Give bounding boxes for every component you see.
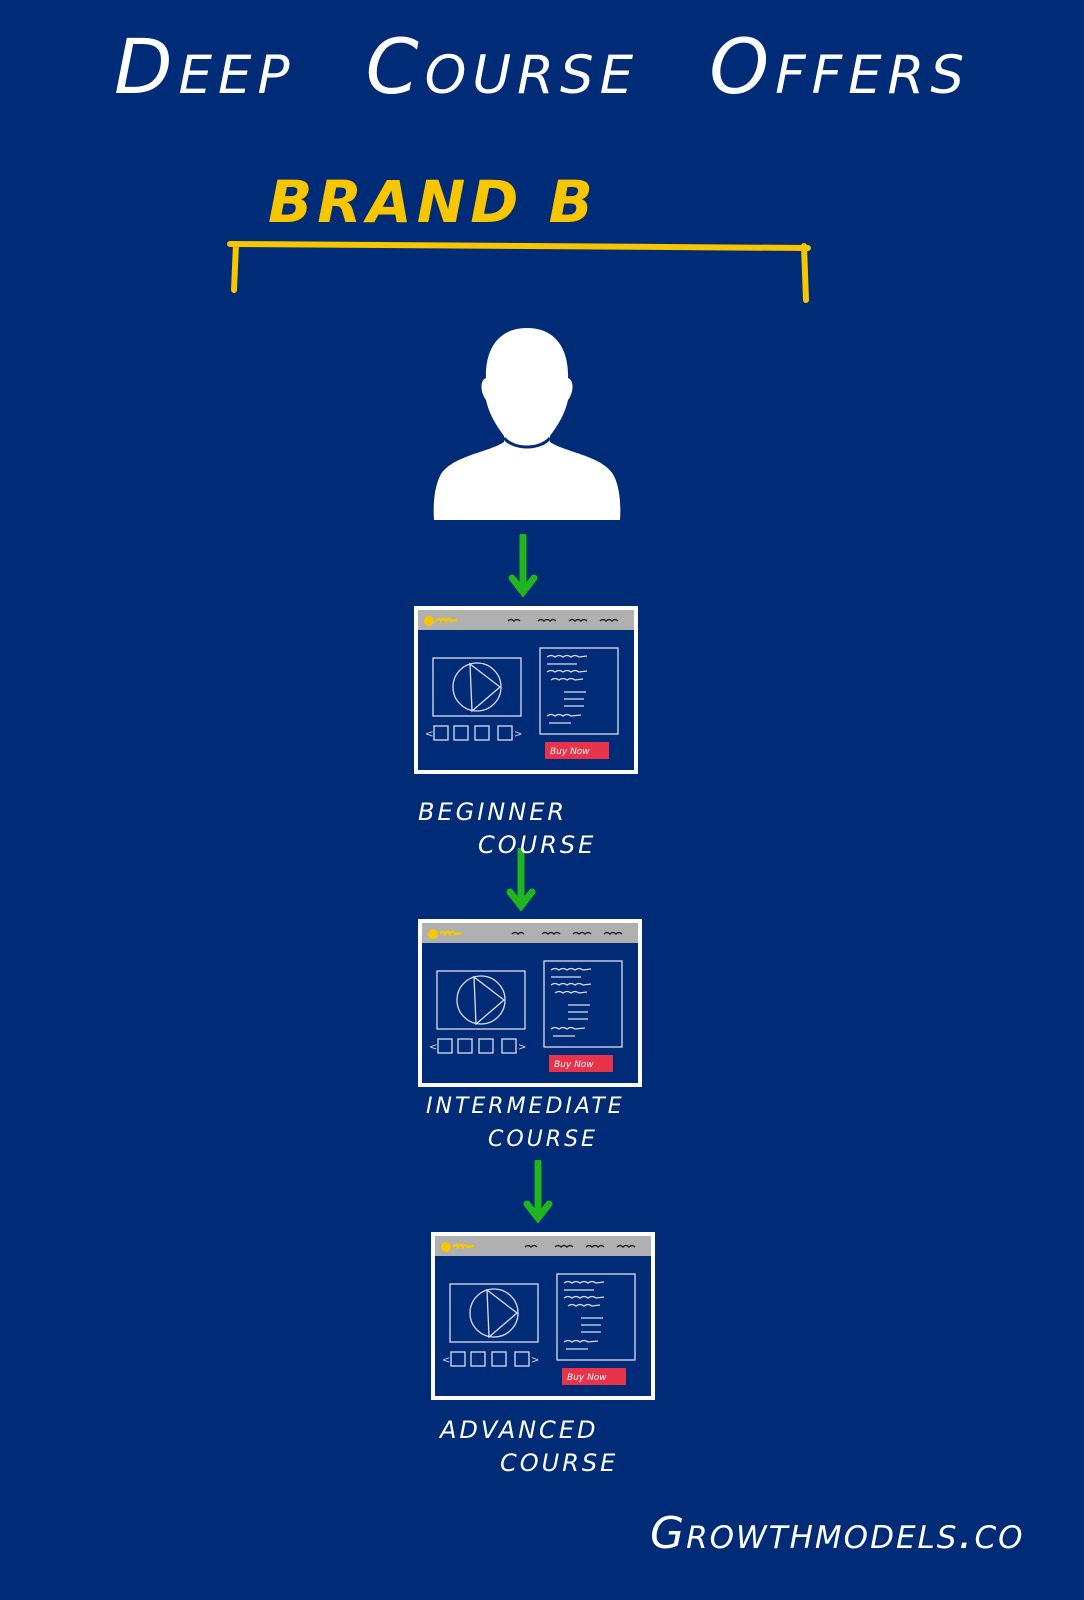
video-player [432, 657, 522, 717]
advanced-course-page-mockup: < > Buy Now [431, 1232, 655, 1400]
arrow-down-icon [506, 848, 536, 912]
next-chevron: > [518, 1042, 526, 1053]
prev-chevron: < [442, 1355, 450, 1366]
label-line2: COURSE [488, 1127, 598, 1152]
play-icon-circle [469, 1288, 519, 1338]
logo-icon [441, 1242, 451, 1252]
browser-header-bar [422, 923, 638, 943]
beginner-course-page-mockup: < > Buy Now [414, 606, 638, 774]
label-line2: COURSE [500, 1449, 619, 1477]
play-icon [473, 975, 506, 1026]
prev-chevron: < [425, 729, 433, 740]
description-panel [539, 647, 619, 735]
logo-icon [424, 616, 434, 626]
play-icon-circle [456, 975, 506, 1025]
description-panel [543, 960, 623, 1048]
logo-scribble [435, 617, 458, 624]
label-line1: ADVANCED [440, 1416, 599, 1444]
user-icon [433, 328, 621, 520]
description-text-lines [563, 1280, 605, 1350]
play-icon [469, 662, 502, 713]
nav-links [507, 618, 619, 623]
thumbnail [437, 1038, 453, 1054]
thumbnail [497, 725, 513, 741]
buy-now-button[interactable] [562, 1368, 626, 1385]
brand-bracket [227, 241, 811, 303]
video-player [436, 970, 526, 1030]
footer-credit: Growthmodels.co [650, 1508, 1025, 1559]
thumbnail [450, 1351, 466, 1367]
thumbnail [453, 725, 469, 741]
thumbnail [514, 1351, 530, 1367]
nav-links [524, 1244, 636, 1249]
thumbnail [491, 1351, 507, 1367]
browser-header-bar [435, 1236, 651, 1256]
description-panel [556, 1273, 636, 1361]
browser-header-bar [418, 610, 634, 630]
thumbnail [433, 725, 449, 741]
logo-icon [428, 929, 438, 939]
intermediate-course-page-mockup: < > Buy Now [418, 919, 642, 1087]
buy-now-button[interactable] [549, 1055, 613, 1072]
next-chevron: > [514, 729, 522, 740]
label-line1: BEGINNER [418, 798, 568, 826]
next-chevron: > [531, 1355, 539, 1366]
arrow-down-icon [523, 1160, 553, 1224]
thumbnail [478, 1038, 494, 1054]
thumbnail [457, 1038, 473, 1054]
play-icon-circle [452, 662, 502, 712]
thumbnail [470, 1351, 486, 1367]
prev-chevron: < [429, 1042, 437, 1053]
buy-now-button[interactable] [545, 742, 609, 759]
advanced-course-label: ADVANCED COURSE [440, 1414, 618, 1480]
description-text-lines [550, 967, 592, 1037]
thumbnail [501, 1038, 517, 1054]
page-title: Deep Course Offers [113, 22, 971, 111]
label-line2: COURSE [478, 831, 597, 859]
logo-scribble [452, 1243, 475, 1250]
label-line1: INTERMEDIATE [426, 1094, 625, 1119]
nav-links [511, 931, 623, 936]
logo-scribble [439, 930, 462, 937]
buy-now-label: Buy Now [567, 1373, 607, 1383]
play-icon [486, 1288, 519, 1339]
intermediate-course-label: INTERMEDIATE COURSE [426, 1090, 625, 1156]
brand-label: BRAND B [268, 168, 598, 236]
buy-now-label: Buy Now [554, 1060, 594, 1070]
beginner-course-label: BEGINNER COURSE [418, 796, 596, 862]
thumbnail [474, 725, 490, 741]
description-text-lines [546, 654, 588, 724]
arrow-down-icon [508, 534, 538, 598]
video-player [449, 1283, 539, 1343]
buy-now-label: Buy Now [550, 747, 590, 757]
